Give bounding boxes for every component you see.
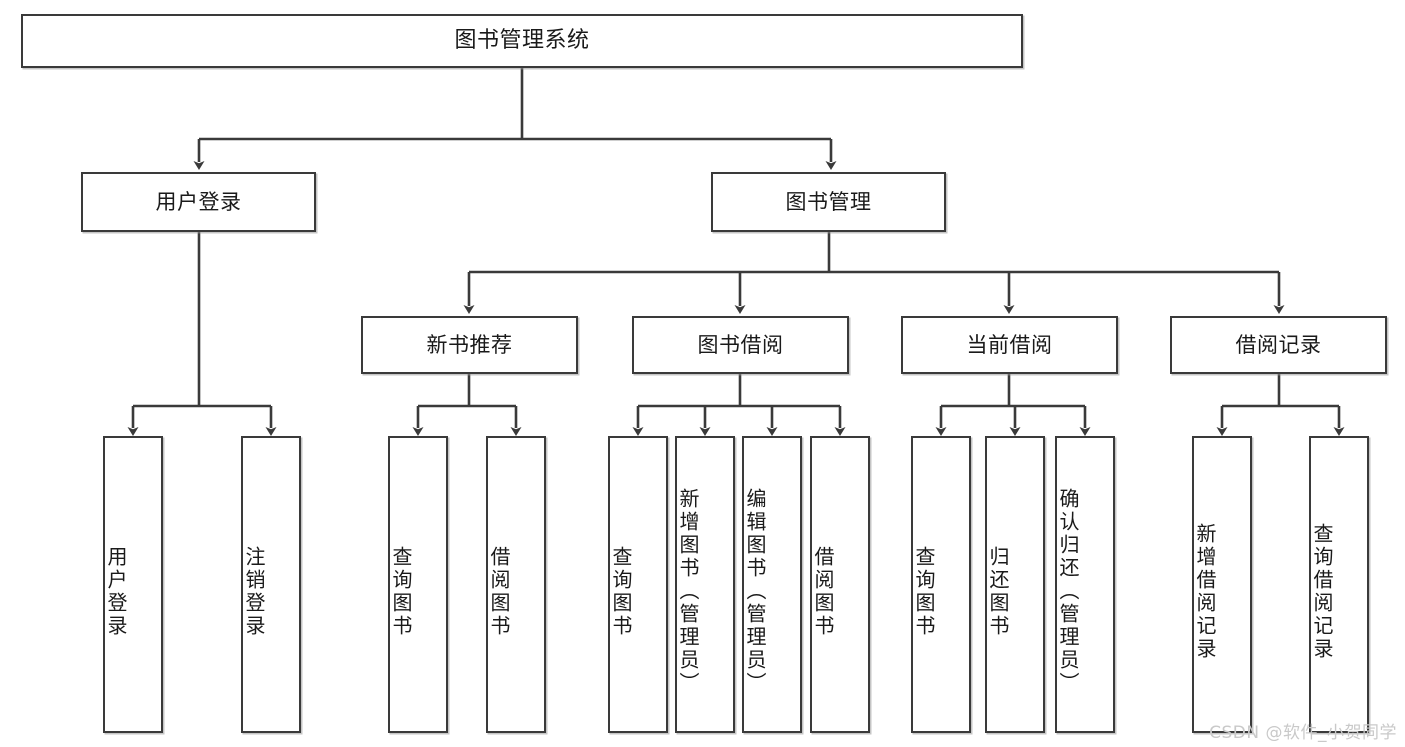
node-root-label: 图书管理系统 bbox=[454, 28, 590, 54]
node-leaf-edit-book-label: 编辑图书（管理员） bbox=[743, 488, 767, 695]
node-leaf-query-book-2-label: 查询图书 bbox=[609, 545, 633, 638]
node-leaf-return-book[interactable]: 归还图书 bbox=[985, 436, 1045, 733]
node-current-borrow[interactable]: 当前借阅 bbox=[901, 316, 1118, 374]
node-leaf-add-borrow-record-label: 新增借阅记录 bbox=[1193, 522, 1217, 661]
node-leaf-query-book-3[interactable]: 查询图书 bbox=[911, 436, 971, 733]
node-book-borrow[interactable]: 图书借阅 bbox=[632, 316, 849, 374]
node-leaf-add-book-label: 新增图书（管理员） bbox=[676, 488, 700, 695]
node-root[interactable]: 图书管理系统 bbox=[21, 14, 1023, 68]
node-leaf-confirm-return-label: 确认归还（管理员） bbox=[1056, 488, 1080, 695]
node-new-book-recommend[interactable]: 新书推荐 bbox=[361, 316, 578, 374]
node-leaf-borrow-book-1[interactable]: 借阅图书 bbox=[486, 436, 546, 733]
node-leaf-add-book[interactable]: 新增图书（管理员） bbox=[675, 436, 735, 733]
node-new-book-recommend-label: 新书推荐 bbox=[426, 332, 513, 357]
node-leaf-query-borrow-record-label: 查询借阅记录 bbox=[1310, 522, 1334, 661]
node-leaf-user-login[interactable]: 用户登录 bbox=[103, 436, 163, 733]
node-borrow-record[interactable]: 借阅记录 bbox=[1170, 316, 1387, 374]
node-leaf-borrow-book-1-label: 借阅图书 bbox=[487, 545, 511, 638]
node-leaf-query-book-1-label: 查询图书 bbox=[389, 545, 413, 638]
node-leaf-return-book-label: 归还图书 bbox=[986, 545, 1010, 638]
node-leaf-user-logout-label: 注销登录 bbox=[242, 545, 266, 638]
node-leaf-confirm-return[interactable]: 确认归还（管理员） bbox=[1055, 436, 1115, 733]
node-leaf-user-logout[interactable]: 注销登录 bbox=[241, 436, 301, 733]
node-user-login[interactable]: 用户登录 bbox=[81, 172, 316, 232]
node-leaf-borrow-book-2-label: 借阅图书 bbox=[811, 545, 835, 638]
node-leaf-borrow-book-2[interactable]: 借阅图书 bbox=[810, 436, 870, 733]
node-leaf-query-borrow-record[interactable]: 查询借阅记录 bbox=[1309, 436, 1369, 733]
node-borrow-record-label: 借阅记录 bbox=[1235, 332, 1322, 357]
node-leaf-query-book-2[interactable]: 查询图书 bbox=[608, 436, 668, 733]
node-leaf-add-borrow-record[interactable]: 新增借阅记录 bbox=[1192, 436, 1252, 733]
node-book-management-label: 图书管理 bbox=[785, 189, 872, 214]
watermark-text: CSDN @软件_小贺同学 bbox=[1209, 723, 1397, 743]
node-leaf-query-book-1[interactable]: 查询图书 bbox=[388, 436, 448, 733]
node-user-login-label: 用户登录 bbox=[155, 189, 242, 214]
node-current-borrow-label: 当前借阅 bbox=[966, 332, 1053, 357]
node-book-borrow-label: 图书借阅 bbox=[697, 332, 784, 357]
node-leaf-edit-book[interactable]: 编辑图书（管理员） bbox=[742, 436, 802, 733]
node-leaf-query-book-3-label: 查询图书 bbox=[912, 545, 936, 638]
node-book-management[interactable]: 图书管理 bbox=[711, 172, 946, 232]
node-leaf-user-login-label: 用户登录 bbox=[104, 545, 128, 638]
